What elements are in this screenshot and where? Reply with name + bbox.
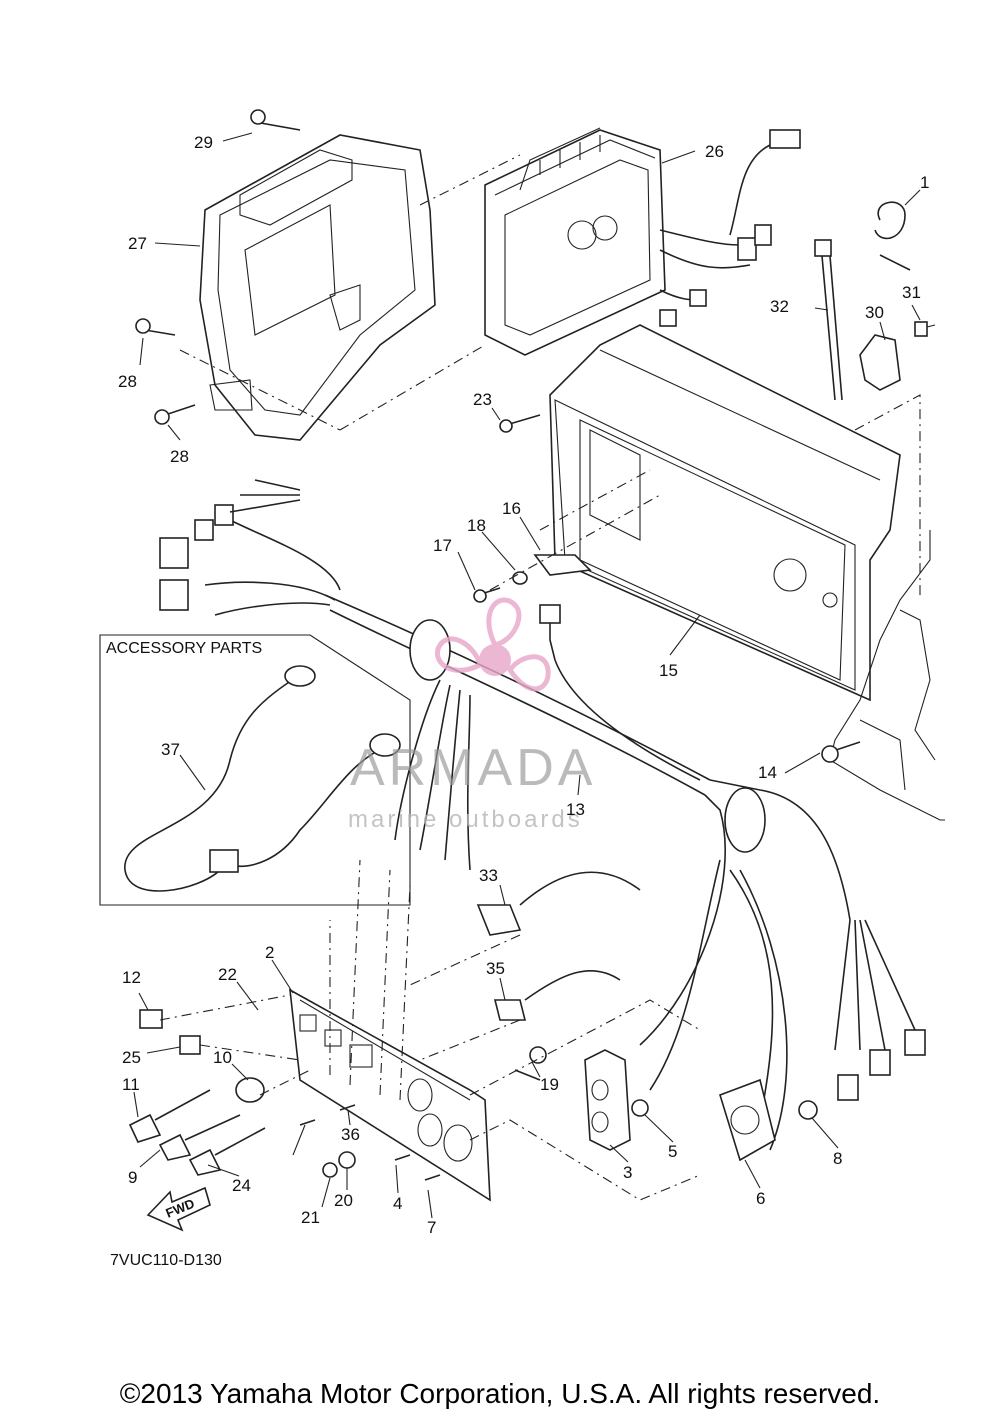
small-fasteners [473,414,861,763]
center-lines [159,154,921,1201]
callout-7: 7 [427,1218,436,1237]
callout-23: 23 [473,390,492,409]
callout-28b: 28 [170,447,189,466]
left-small-parts [128,1009,441,1181]
callout-30: 30 [865,303,884,322]
watermark-tagline: marine outboards [348,806,583,833]
diagram-code: 7VUC110-D130 [110,1252,222,1269]
callout-37: 37 [161,740,180,759]
callout-33: 33 [479,866,498,885]
holder-part [859,321,936,391]
callout-5: 5 [668,1142,677,1161]
callout-24: 24 [232,1176,251,1195]
control-panel-plate [289,988,491,1202]
callout-20: 20 [334,1191,353,1210]
callout-32: 32 [770,297,789,316]
copyright-notice: ©2013 Yamaha Motor Corporation, U.S.A. A… [119,1378,881,1409]
callout-26: 26 [705,142,724,161]
callout-14: 14 [758,763,777,782]
callout-1: 1 [920,173,929,192]
callout-22: 22 [218,965,237,984]
callout-10: 10 [213,1048,232,1067]
callout-16: 16 [502,499,521,518]
watermark-brand: ARMADA [350,739,596,797]
callout-8: 8 [833,1149,842,1168]
engine-outline [829,530,945,821]
clip-part [874,201,911,271]
callout-21: 21 [301,1208,320,1227]
callout-31: 31 [902,283,921,302]
callout-35: 35 [486,959,505,978]
callout-15: 15 [659,661,678,680]
panel-bracket [549,324,901,702]
watermark-logo-center [479,644,511,676]
fwd-arrow: FWD [146,1186,211,1232]
leader-lines [133,132,921,1219]
callout-17: 17 [433,536,452,555]
callout-19: 19 [540,1075,559,1094]
callout-2: 2 [265,943,274,962]
callout-6: 6 [756,1189,765,1208]
cover-housing [199,134,436,441]
callout-11: 11 [122,1075,140,1094]
callout-28a: 28 [118,372,137,391]
switches-33-35 [476,871,641,1021]
callout-25: 25 [122,1048,141,1067]
inverter-unit [484,127,801,356]
receptacles [514,1046,818,1162]
bolts-28-29 [135,109,301,425]
callout-3: 3 [623,1163,632,1182]
callout-labels: 1 2 3 4 5 6 7 8 9 10 11 12 13 14 15 16 1… [118,133,929,1237]
callout-4: 4 [393,1194,402,1213]
watermark: ARMADA marine outboards [348,597,596,833]
cable-tie-part [814,239,843,401]
callout-9: 9 [128,1168,137,1187]
accessory-box-title: ACCESSORY PARTS [106,640,262,657]
exploded-parts-diagram: FWD [99,109,945,1269]
callout-13: 13 [566,800,585,819]
callout-12: 12 [122,968,141,987]
callout-36: 36 [341,1125,360,1144]
callout-29: 29 [194,133,213,152]
callout-27: 27 [128,234,147,253]
accessory-parts-box [99,634,411,906]
callout-18: 18 [467,516,486,535]
